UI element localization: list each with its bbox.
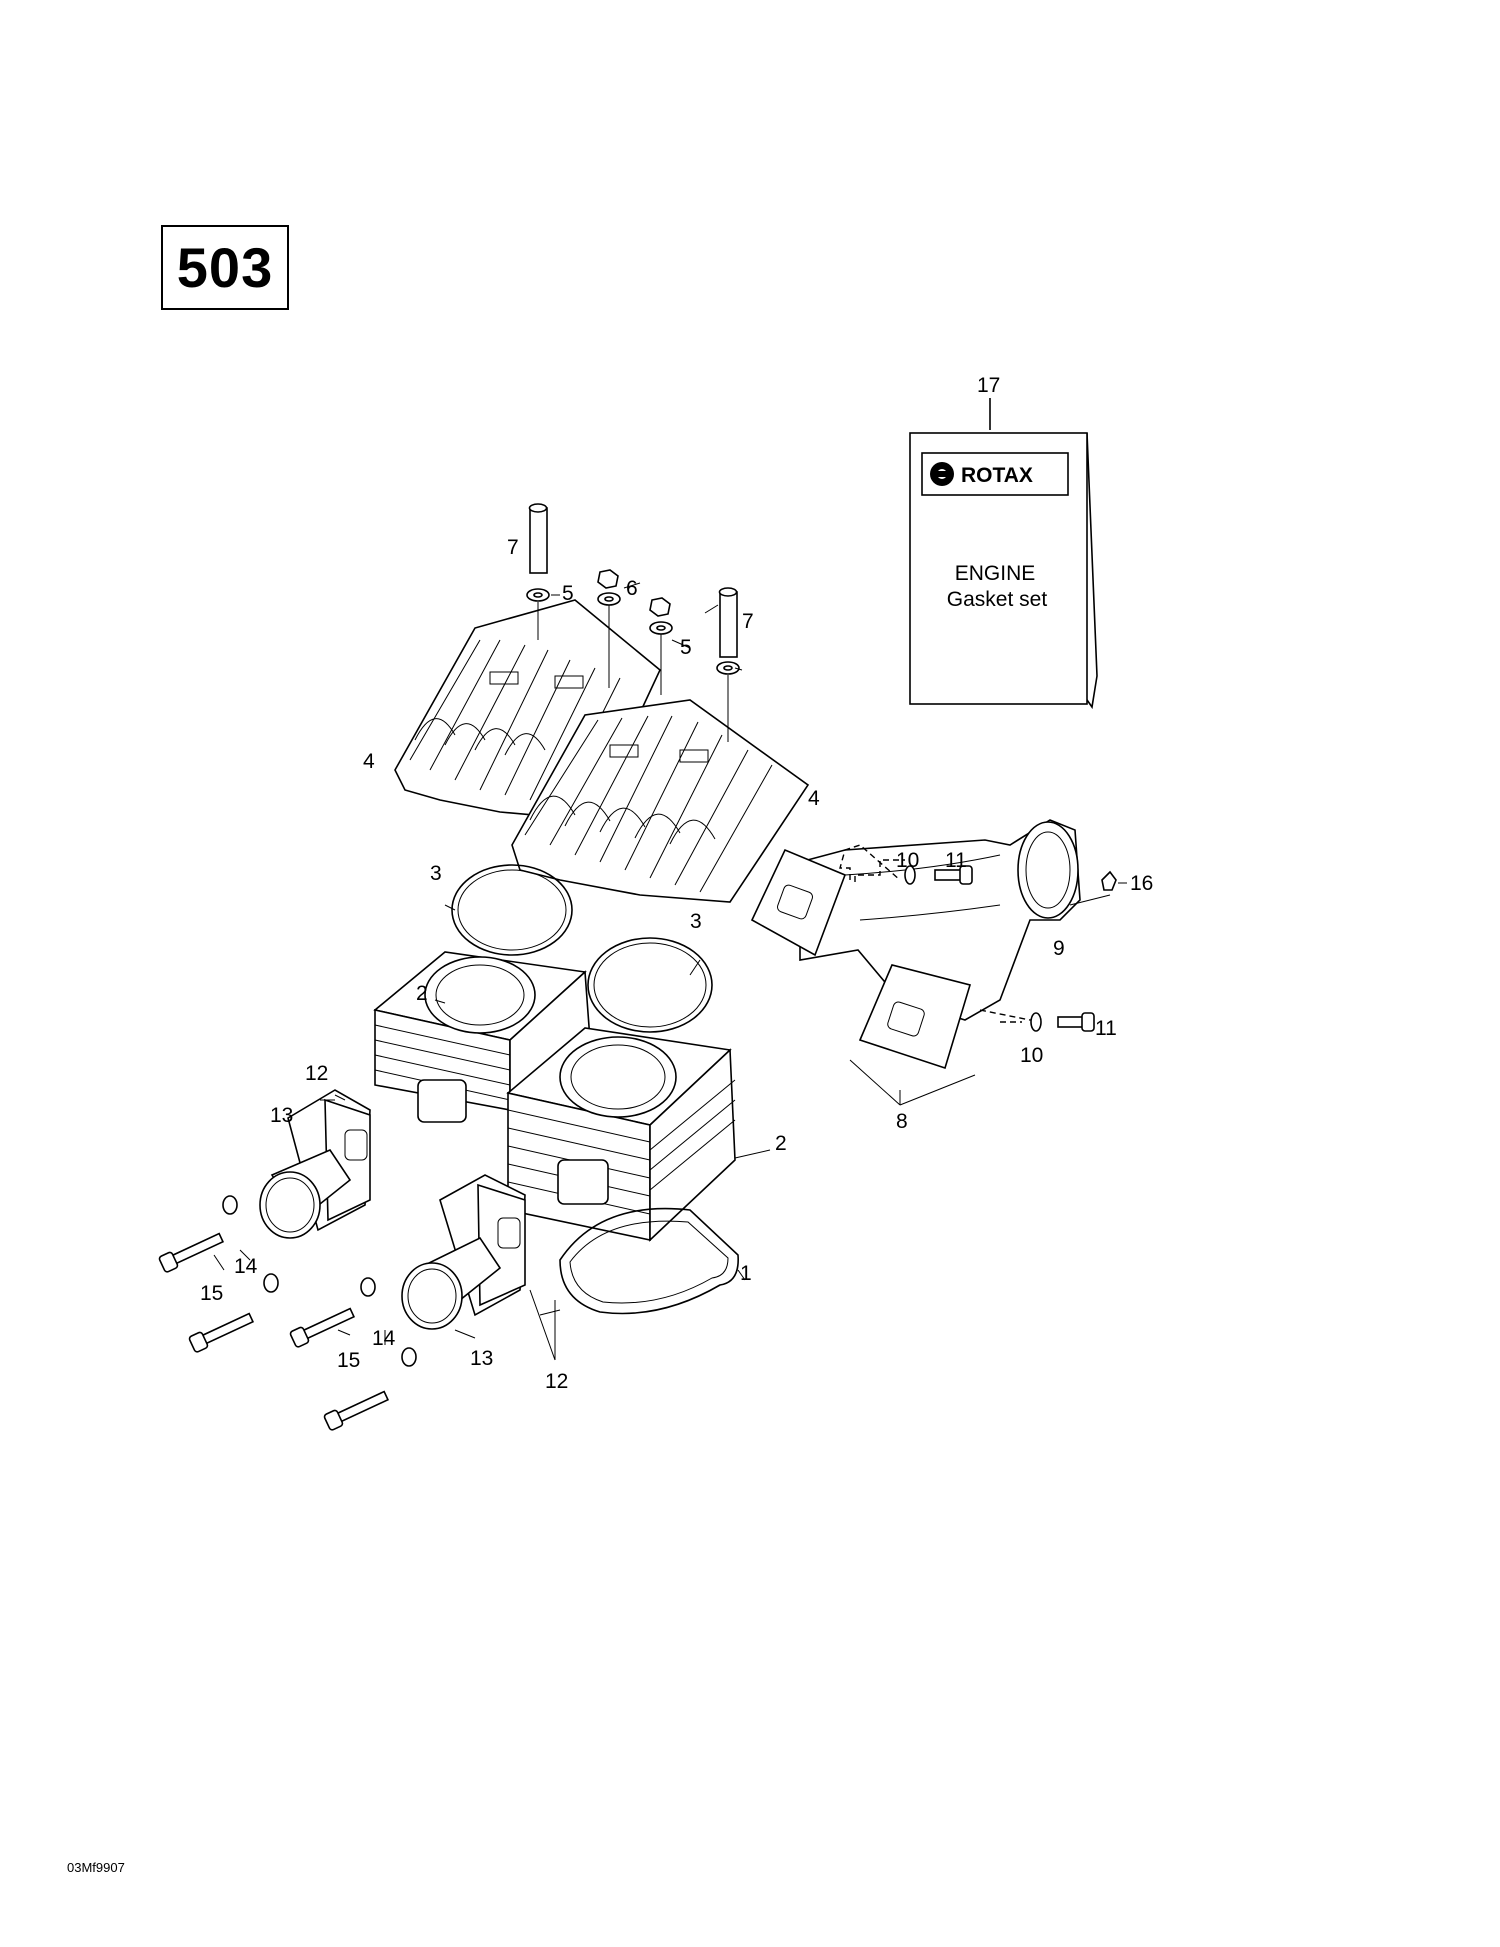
callout-17: 17 — [977, 374, 1000, 397]
callout-4-left: 4 — [363, 750, 375, 773]
base-gasket — [559, 1207, 739, 1315]
callout-6: 6 — [626, 577, 638, 600]
callout-7-left: 7 — [507, 536, 519, 559]
exhaust-manifold — [750, 819, 1081, 1070]
callout-11-bottom: 11 — [1095, 1017, 1117, 1040]
callout-1: 1 — [740, 1262, 752, 1285]
drawing-code: 03Mf9907 — [67, 1860, 125, 1875]
callout-15-bottom: 15 — [337, 1349, 360, 1372]
callout-labels: 1 2 2 3 3 4 4 5 5 6 7 7 8 9 10 10 11 11 … — [200, 374, 1153, 1393]
callout-12-top: 12 — [305, 1062, 328, 1085]
intake-bolts — [158, 1232, 390, 1431]
callout-10-top: 10 — [896, 849, 919, 872]
rotax-logo: ROTAX — [921, 452, 1069, 496]
manifold-fasteners — [854, 859, 1117, 1032]
callout-2-top: 2 — [416, 982, 428, 1005]
head-gaskets — [451, 864, 713, 1033]
callout-7-right: 7 — [742, 610, 754, 633]
callout-9: 9 — [1053, 937, 1065, 960]
intake-washers — [222, 1195, 417, 1367]
callout-4-right: 4 — [808, 787, 820, 810]
callout-13-top: 13 — [270, 1104, 293, 1127]
callout-2-right: 2 — [775, 1132, 787, 1155]
kit-subtitle: Gasket set — [947, 588, 1048, 611]
leader-lines — [213, 582, 976, 1361]
callout-3-right: 3 — [690, 910, 702, 933]
stud-right — [718, 587, 738, 658]
gasket-set-booklet: ROTAX ENGINE Gasket set — [909, 398, 1098, 710]
callout-13-bottom: 13 — [470, 1347, 493, 1370]
callout-12-bottom: 12 — [545, 1370, 568, 1393]
callout-11-top: 11 — [945, 849, 967, 872]
callout-5-right: 5 — [680, 636, 692, 659]
intake-socket-upper — [259, 1089, 371, 1239]
intake-socket-lower — [401, 1174, 526, 1330]
callout-14-top: 14 — [234, 1255, 258, 1278]
page-number: 503 — [176, 236, 274, 299]
stud-left — [528, 503, 548, 574]
kit-title: ENGINE — [955, 562, 1036, 585]
callout-5-top: 5 — [562, 582, 574, 605]
callout-8: 8 — [896, 1110, 908, 1133]
callout-14-bottom: 14 — [372, 1327, 396, 1350]
callout-15-top: 15 — [200, 1282, 223, 1305]
callout-16: 16 — [1130, 872, 1153, 895]
cylinder-right — [506, 1027, 736, 1242]
callout-3-left: 3 — [430, 862, 442, 885]
page-number-box: 503 — [161, 225, 289, 310]
brand-label: ROTAX — [961, 464, 1033, 487]
washers-and-nuts — [526, 569, 740, 742]
callout-10-bottom: 10 — [1020, 1044, 1043, 1067]
